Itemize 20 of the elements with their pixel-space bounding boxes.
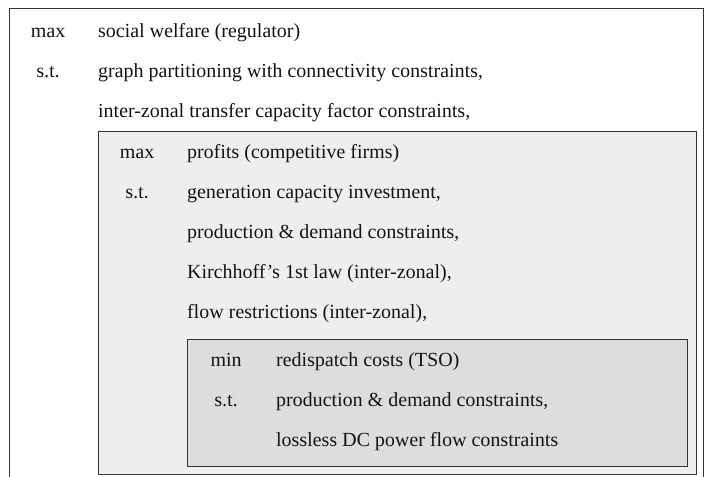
operator-keyword: s.t. (36, 60, 60, 82)
operator-keyword: s.t. (125, 181, 149, 203)
operator-keyword: s.t. (214, 389, 238, 411)
optimization-level-box (98, 131, 697, 475)
constraint-text: social welfare (regulator) (98, 20, 300, 42)
operator-keyword: min (210, 349, 242, 371)
optimization-level-box (187, 339, 688, 467)
operator-keyword: max (120, 141, 154, 163)
constraint-text: profits (competitive firms) (187, 141, 400, 163)
constraint-text: graph partitioning with connectivity constraints, (98, 60, 483, 82)
constraint-text: inter-zonal transfer capacity factor constraints, (98, 100, 470, 122)
constraint-text: lossless DC power flow constraints (276, 429, 558, 451)
constraint-text: generation capacity investment, (187, 181, 441, 203)
constraint-text: Kirchhoff’s 1st law (inter-zonal), (187, 261, 452, 283)
constraint-text: production & demand constraints, (276, 389, 548, 411)
constraint-text: production & demand constraints, (187, 221, 460, 243)
constraint-text: redispatch costs (TSO) (276, 349, 460, 371)
optimization-level-box (9, 8, 704, 477)
operator-keyword: max (30, 20, 66, 42)
constraint-text: flow restrictions (inter-zonal), (187, 301, 428, 323)
